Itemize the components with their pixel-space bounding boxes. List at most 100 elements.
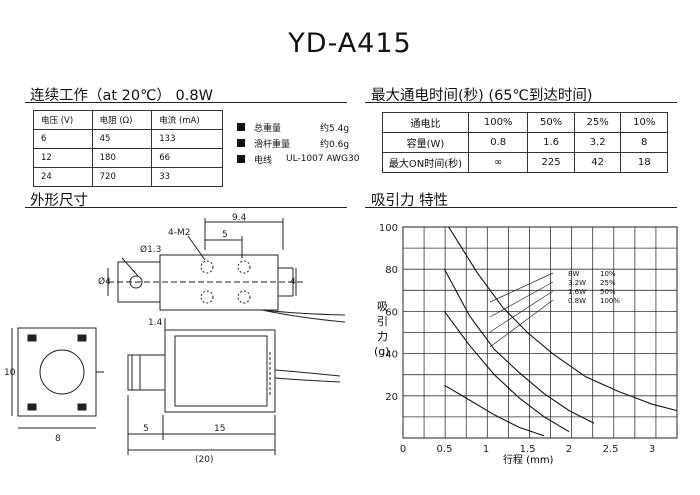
x-axis-label: 行程 (mm) <box>503 453 554 466</box>
series-line <box>444 384 545 437</box>
table-cell: 33 <box>151 167 223 187</box>
square-bullet-icon <box>237 123 245 131</box>
table-cell: 50% <box>527 112 575 133</box>
table-cell: 0.8 <box>467 132 529 153</box>
table-cell: 10% <box>620 112 668 133</box>
table-cell: 66 <box>151 148 223 168</box>
legend-label: 0.8W <box>568 297 586 305</box>
weight-legend: 总重量 约5.4g 滑杆重量 约0.6g 电线 UL-1007 AWG30 <box>237 119 359 167</box>
y-tick-label: 60 <box>385 307 398 318</box>
x-tick-label: 2 <box>566 444 572 455</box>
series-line <box>444 268 595 424</box>
legend-label: 10% <box>600 270 616 278</box>
spec-heading: 连续工作（at 20℃） 0.8W <box>30 88 213 104</box>
x-tick-label: 1.5 <box>520 444 536 455</box>
table-cell: ∞ <box>467 152 529 173</box>
legend-item: 总重量 约5.4g <box>237 119 359 135</box>
legend-leader-line <box>489 299 554 348</box>
chart-legend: 8W 10% 3.2W 25% 1.6W 50% 0.8W 100% <box>489 270 620 348</box>
dimension-drawing: 9.4 5 4-M2 Ø1.3 Ø4 4 1.4 10 8 5 15 (20) <box>4 213 346 465</box>
dimension-label: 5 <box>143 424 149 434</box>
dimension-label: 9.4 <box>232 213 247 223</box>
table-header-cell: 电阻 (Ω) <box>91 110 153 130</box>
dimension-label: 4-M2 <box>168 228 190 238</box>
table-row: 24 720 33 <box>33 167 223 187</box>
duty-divider <box>365 102 677 103</box>
legend-leader-line <box>489 272 554 303</box>
dimension-label: 4 <box>290 277 296 287</box>
y-tick-label: 40 <box>385 350 398 361</box>
y-tick-label: 20 <box>385 392 398 403</box>
coil-bore-circle <box>39 349 85 395</box>
table-cell: 18 <box>620 152 668 173</box>
dimension-label: Ø4 <box>98 276 111 287</box>
series-line <box>444 311 570 433</box>
dimension-label: Ø1.3 <box>140 244 161 255</box>
table-cell: 100% <box>467 112 529 133</box>
page-title: YD-A415 <box>288 28 412 59</box>
table-cell: 24 <box>33 167 93 187</box>
table-cell: 最大ON时间(秒) <box>382 152 469 173</box>
chart-ticks: 0 0.5 1 1.5 2 2.5 3 20 40 60 80 100 <box>379 223 655 455</box>
y-tick-label: 100 <box>379 223 398 234</box>
table-cell: 3.2 <box>573 132 622 153</box>
table-row: 容量(W) 0.8 1.6 3.2 8 <box>382 132 668 153</box>
table-row: 电压 (V) 电阻 (Ω) 电流 (mA) <box>33 110 223 130</box>
dimension-label: (20) <box>195 455 213 465</box>
y-axis-label-line: 引 <box>377 314 388 328</box>
table-cell: 1.6 <box>527 132 575 153</box>
legend-label: 25% <box>600 279 616 287</box>
chart-divider <box>365 207 677 208</box>
y-axis-label: 吸 引 力 (g) <box>374 300 392 358</box>
legend-label: 100% <box>600 297 620 305</box>
duty-heading: 最大通电时间(秒) (65℃到达时间) <box>371 88 593 104</box>
legend-item: 电线 UL-1007 AWG30 <box>237 151 359 167</box>
table-header-cell: 电压 (V) <box>33 110 93 130</box>
table-cell: 180 <box>91 148 153 168</box>
spec-divider <box>25 102 347 103</box>
table-cell: 通电比 <box>382 112 469 133</box>
dimension-label: 5 <box>222 230 228 240</box>
dimensions-divider <box>25 207 347 208</box>
table-cell: 45 <box>91 129 153 149</box>
dimension-label: 8 <box>55 434 61 444</box>
series-line <box>448 226 678 412</box>
dimension-label: 1.4 <box>148 318 163 328</box>
legend-label: 8W <box>568 270 579 278</box>
table-cell: 6 <box>33 129 93 149</box>
table-cell: 42 <box>573 152 622 173</box>
x-tick-label: 2.5 <box>603 444 619 455</box>
legend-item: 滑杆重量 约0.6g <box>237 135 359 151</box>
y-tick-label: 80 <box>385 265 398 276</box>
table-row: 最大ON时间(秒) ∞ 225 42 18 <box>382 152 668 173</box>
table-cell: 8 <box>620 132 668 153</box>
table-row: 通电比 100% 50% 25% 10% <box>382 112 668 133</box>
table-cell: 133 <box>151 129 223 149</box>
y-axis-label-line: 力 <box>377 330 388 343</box>
x-tick-label: 1 <box>483 444 489 455</box>
table-row: 12 180 66 <box>33 148 223 168</box>
duty-table: 通电比 100% 50% 25% 10% 容量(W) 0.8 1.6 3.2 8… <box>382 112 668 173</box>
spec-table: 电压 (V) 电阻 (Ω) 电流 (mA) 6 45 133 12 180 66… <box>33 110 223 187</box>
table-cell: 25% <box>573 112 622 133</box>
legend-label: 1.6W <box>568 288 586 296</box>
dimension-label: 10 <box>4 368 16 378</box>
legend-leader-line <box>489 290 554 333</box>
table-cell: 12 <box>33 148 93 168</box>
legend-label: 50% <box>600 288 616 296</box>
legend-label: 3.2W <box>568 279 586 287</box>
legend-leader-line <box>489 281 554 318</box>
chart-grid <box>402 226 678 439</box>
y-axis-label-line: (g) <box>374 345 390 358</box>
table-cell: 720 <box>91 167 153 187</box>
dimensions-heading: 外形尺寸 <box>30 193 88 209</box>
x-tick-label: 0.5 <box>437 444 453 455</box>
x-tick-label: 3 <box>649 444 655 455</box>
front-view-frame <box>164 329 276 413</box>
force-stroke-chart: 0 0.5 1 1.5 2 2.5 3 20 40 60 80 100 8W 10% 3.2W 25% 1.6… <box>374 223 678 466</box>
table-header-cell: 电流 (mA) <box>151 110 223 130</box>
table-row: 6 45 133 <box>33 129 223 149</box>
square-bullet-icon <box>237 155 245 163</box>
dimension-label: 15 <box>214 424 225 434</box>
x-tick-label: 0 <box>400 444 406 455</box>
